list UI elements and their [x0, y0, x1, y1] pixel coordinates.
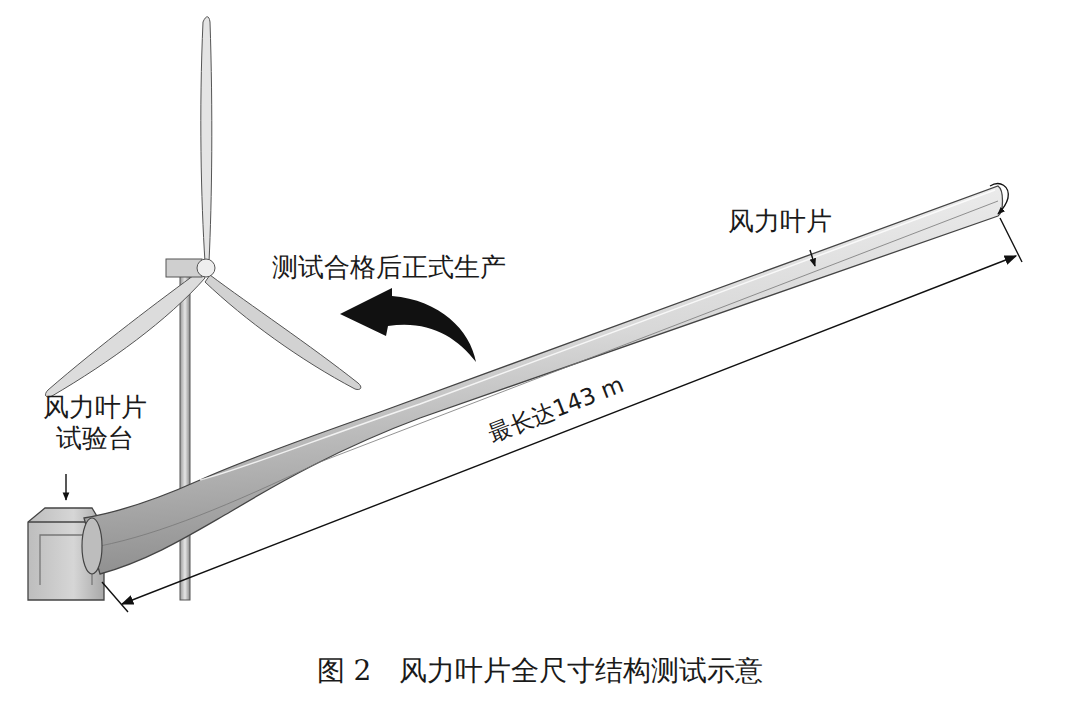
- wind-blade: [82, 184, 1008, 574]
- dimension-line: [102, 218, 1022, 612]
- part-label: 风力叶片: [728, 206, 832, 237]
- leader-lines: [66, 250, 815, 500]
- test-stand: [28, 508, 104, 600]
- part-label: 风力叶片 试验台: [30, 392, 160, 454]
- process-note: 测试合格后正式生产: [272, 252, 506, 283]
- figure-caption: 图 2 风力叶片全尺寸结构测试示意: [317, 654, 764, 688]
- curved-arrow: [340, 288, 476, 362]
